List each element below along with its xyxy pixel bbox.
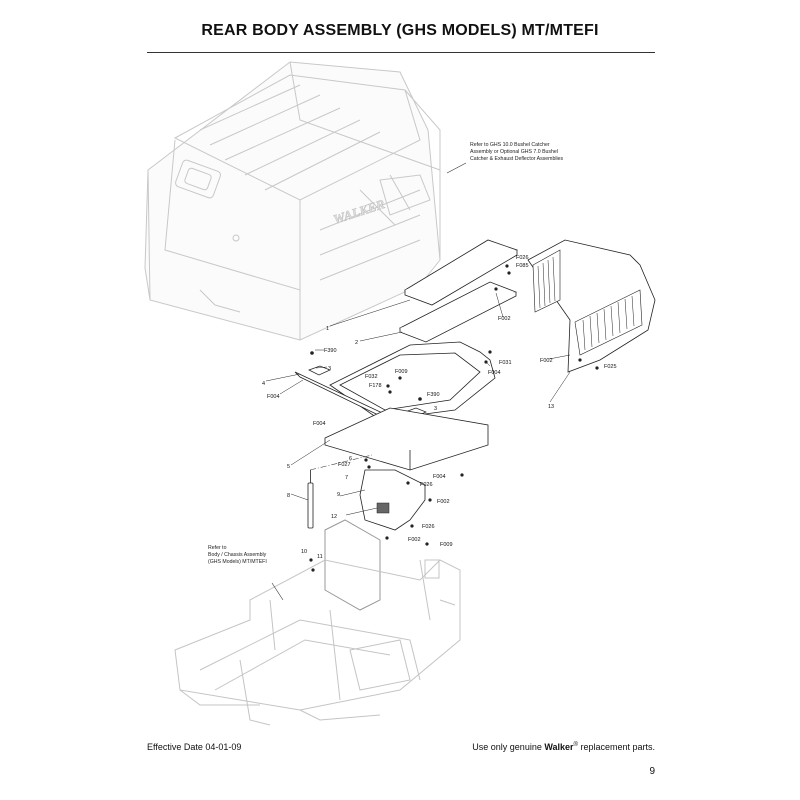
registered-mark: ® bbox=[573, 742, 578, 748]
callout-1: 1 bbox=[326, 326, 329, 332]
callout-f004: F004 bbox=[267, 394, 280, 400]
callout-f027: F027 bbox=[338, 462, 351, 468]
callout-f026: F026 bbox=[422, 524, 435, 530]
callout-f002: F002 bbox=[437, 499, 450, 505]
hardware-fasteners bbox=[309, 264, 599, 572]
callout-2: 2 bbox=[355, 340, 358, 346]
callout-labels: 1 2 3 3 4 5 6 7 8 9 10 11 12 13 F390 F39… bbox=[262, 255, 617, 560]
callout-f002: F002 bbox=[408, 537, 421, 543]
replacement-parts-notice: Use only genuine Walker® replacement par… bbox=[472, 742, 655, 752]
callout-f031: F031 bbox=[499, 360, 512, 366]
part-2-lower-panel bbox=[399, 281, 517, 343]
callout-f026: F026 bbox=[420, 482, 433, 488]
notice-suffix: replacement parts. bbox=[577, 742, 655, 752]
note-line: Catcher & Exhaust Deflector Assemblies bbox=[470, 156, 564, 162]
note-line: Refer to bbox=[208, 545, 227, 551]
callout-f390: F390 bbox=[427, 392, 440, 398]
part-1-top-panel bbox=[404, 239, 518, 306]
callout-8: 8 bbox=[287, 493, 290, 499]
grass-catcher-ghost bbox=[144, 61, 441, 341]
callout-f026: F026 bbox=[516, 255, 529, 261]
callout-f025: F025 bbox=[604, 364, 617, 370]
effective-date: Effective Date 04-01-09 bbox=[147, 742, 242, 752]
chassis-reference-note: Refer to Body / Chassis Assembly (GHS Mo… bbox=[208, 545, 267, 566]
callout-11: 11 bbox=[317, 554, 323, 560]
chassis-ref-leader bbox=[271, 582, 284, 601]
callout-f032: F032 bbox=[365, 374, 378, 380]
leader-lines bbox=[265, 292, 571, 516]
callout-f085: F085 bbox=[516, 263, 529, 269]
callout-6: 6 bbox=[349, 456, 352, 462]
callout-f004: F004 bbox=[488, 370, 501, 376]
callout-f009: F009 bbox=[440, 542, 453, 548]
callout-f004: F004 bbox=[433, 474, 446, 480]
note-line: Body / Chassis Assembly bbox=[208, 552, 267, 558]
note-line: Assembly or Optional GHS 7.0 Bushel bbox=[470, 149, 558, 155]
callout-f002: F002 bbox=[540, 358, 553, 364]
note-line: Refer to GHS 10.0 Bushel Catcher bbox=[470, 142, 550, 148]
notice-prefix: Use only genuine bbox=[472, 742, 545, 752]
brand-name: Walker bbox=[544, 742, 574, 752]
chassis-ghost bbox=[174, 519, 461, 726]
callout-f009: F009 bbox=[395, 369, 408, 375]
catcher-ref-leader bbox=[446, 162, 467, 174]
part-12-screen bbox=[376, 502, 390, 514]
callout-7: 7 bbox=[345, 475, 348, 481]
callout-9: 9 bbox=[337, 492, 340, 498]
callout-f002: F002 bbox=[498, 316, 511, 322]
callout-f178: F178 bbox=[369, 383, 382, 389]
catcher-reference-note: Refer to GHS 10.0 Bushel Catcher Assembl… bbox=[470, 142, 563, 163]
part-13-side-grille bbox=[527, 239, 656, 373]
page-number: 9 bbox=[649, 766, 655, 777]
title-rule bbox=[147, 52, 655, 53]
callout-4: 4 bbox=[262, 381, 265, 387]
part-9-shroud bbox=[359, 469, 426, 531]
part-5-plate bbox=[324, 407, 489, 471]
part-8-gas-strut bbox=[307, 470, 314, 529]
callout-5: 5 bbox=[287, 464, 290, 470]
callout-10: 10 bbox=[301, 549, 307, 555]
page-title: REAR BODY ASSEMBLY (GHS MODELS) MT/MTEFI bbox=[201, 22, 599, 39]
note-line: (GHS Models) MT/MTEFI bbox=[208, 559, 267, 565]
callout-13: 13 bbox=[548, 404, 554, 410]
callout-3: 3 bbox=[328, 366, 331, 372]
callout-f390: F390 bbox=[324, 348, 337, 354]
callout-12: 12 bbox=[331, 514, 337, 520]
callout-3: 3 bbox=[434, 406, 437, 412]
callout-f004: F004 bbox=[313, 421, 326, 427]
